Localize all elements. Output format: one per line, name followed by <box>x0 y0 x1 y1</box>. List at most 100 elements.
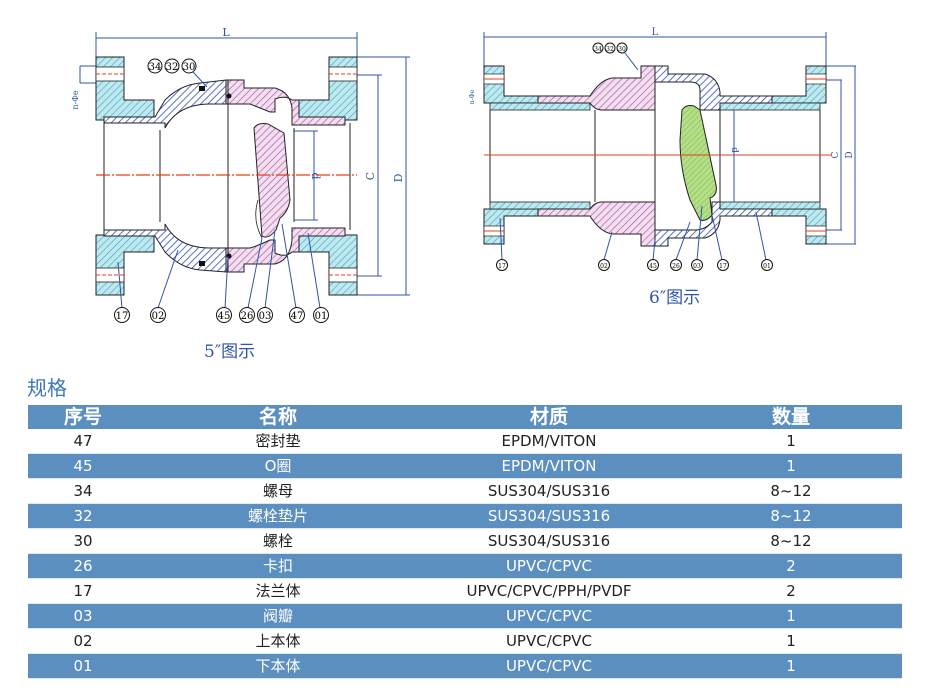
callout-02: 02 <box>600 263 608 270</box>
cell-name: 螺栓垫片 <box>138 503 418 529</box>
spec-title: 规格 <box>27 376 67 400</box>
cell-no: 45 <box>28 453 138 479</box>
callouts-bottom: 17 02 45 26 03 47 01 <box>114 223 329 323</box>
cell-qty: 1 <box>680 653 902 679</box>
flange-right-bottom <box>298 234 358 296</box>
cell-material: UPVC/CPVC/PPH/PVDF <box>418 578 680 604</box>
callout-26: 26 <box>672 263 680 270</box>
callouts-top: 34 32 30 <box>147 58 208 88</box>
cell-material: UPVC/CPVC <box>418 653 680 679</box>
cell-name: 上本体 <box>138 628 418 654</box>
callout-47: 47 <box>291 311 304 322</box>
cell-no: 02 <box>28 628 138 654</box>
header-name: 名称 <box>138 405 418 429</box>
label-holes: n-Φe <box>469 89 476 104</box>
cell-qty: 1 <box>680 628 902 654</box>
cell-material: SUS304/SUS316 <box>418 478 680 504</box>
cell-name: 下本体 <box>138 653 418 679</box>
callout-17: 17 <box>498 263 506 270</box>
cell-material: SUS304/SUS316 <box>418 503 680 529</box>
header-material: 材质 <box>418 405 680 429</box>
cell-no: 47 <box>28 429 138 454</box>
caption-6in: 6″图示 <box>649 288 701 308</box>
cell-name: 卡扣 <box>138 553 418 579</box>
disc-part-03 <box>253 123 291 238</box>
cell-qty: 2 <box>680 553 902 579</box>
diagram-5in: L D C n-Φe <box>71 26 410 323</box>
cell-qty: 8~12 <box>680 528 902 554</box>
cell-no: 30 <box>28 528 138 554</box>
cell-name: 阀瓣 <box>138 603 418 629</box>
callout-45: 45 <box>218 311 231 322</box>
label-L: L <box>222 26 230 39</box>
callout-01: 01 <box>763 263 771 270</box>
cell-material: UPVC/CPVC <box>418 603 680 629</box>
cell-no: 01 <box>28 653 138 679</box>
callout-30: 30 <box>183 62 196 73</box>
flange-left-top <box>95 56 155 121</box>
cell-name: O圈 <box>138 453 418 479</box>
callouts-top: 34 32 30 <box>592 42 639 71</box>
callout-02: 02 <box>152 311 165 322</box>
callout-17: 17 <box>116 311 129 322</box>
callout-30: 30 <box>618 46 626 53</box>
flange-right-top <box>771 65 827 104</box>
callout-32: 32 <box>606 46 614 53</box>
cell-no: 26 <box>28 553 138 579</box>
upper-body-part-02-top <box>537 65 656 111</box>
cell-material: UPVC/CPVC <box>418 628 680 654</box>
cell-name: 法兰体 <box>138 578 418 604</box>
cell-material: EPDM/VITON <box>418 453 680 479</box>
diagram-6in: L D C n-Φe <box>469 27 856 271</box>
cell-name: 螺栓 <box>138 528 418 554</box>
upper-body-part-02-bottom <box>537 201 656 247</box>
flange-left-top <box>483 65 539 104</box>
callouts-bottom: 17 02 45 26 03 17 01 <box>496 205 773 271</box>
cell-material: UPVC/CPVC <box>418 553 680 579</box>
callout-45: 45 <box>649 263 657 270</box>
callout-01: 01 <box>315 311 328 322</box>
valve-drawings: L D C n-Φe <box>71 26 856 323</box>
disc-part-03 <box>679 105 717 221</box>
label-d: d <box>309 172 322 179</box>
cell-qty: 2 <box>680 578 902 604</box>
lower-body-part-01-top <box>225 79 346 126</box>
label-D: D <box>845 151 855 158</box>
callout-34: 34 <box>149 62 162 73</box>
cell-no: 32 <box>28 503 138 529</box>
cell-name: 密封垫 <box>138 429 418 454</box>
cell-no: 03 <box>28 603 138 629</box>
flange-left-bottom <box>95 234 155 296</box>
cell-no: 34 <box>28 478 138 504</box>
cell-qty: 8~12 <box>680 478 902 504</box>
callout-03: 03 <box>259 311 272 322</box>
spec-header-row: 序号 名称 材质 数量 <box>28 405 902 429</box>
label-holes: n-Φe <box>71 90 80 109</box>
cell-material: SUS304/SUS316 <box>418 528 680 554</box>
caption-5in: 5″图示 <box>204 342 256 362</box>
callout-17b: 17 <box>719 263 727 270</box>
lower-body-part-01-top <box>654 65 773 111</box>
label-C: C <box>831 151 841 158</box>
cell-qty: 8~12 <box>680 503 902 529</box>
cell-qty: 1 <box>680 603 902 629</box>
flange-right-top <box>298 56 358 121</box>
label-L: L <box>652 27 659 38</box>
cell-qty: 1 <box>680 429 902 454</box>
header-qty: 数量 <box>680 405 902 429</box>
callout-34: 34 <box>594 46 602 53</box>
cell-no: 17 <box>28 578 138 604</box>
cell-qty: 1 <box>680 453 902 479</box>
cell-name: 螺母 <box>138 478 418 504</box>
cell-material: EPDM/VITON <box>418 429 680 454</box>
callout-26: 26 <box>241 311 254 322</box>
